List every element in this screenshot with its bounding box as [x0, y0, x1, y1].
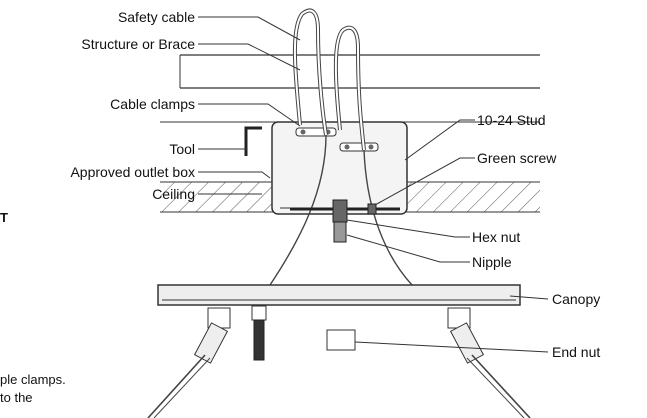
label-end-nut: End nut	[552, 344, 600, 360]
cropped-fragment-line-1: ple clamps.	[0, 372, 66, 387]
cropped-fragment-t: T	[0, 210, 8, 225]
ceiling-section	[160, 121, 540, 213]
cropped-fragment-line-2: to the	[0, 390, 33, 405]
safety-cable	[269, 8, 413, 286]
center-hardware	[290, 199, 400, 243]
tool-hex-key	[244, 126, 262, 156]
canopy	[157, 284, 521, 306]
label-hex-nut: Hex nut	[472, 229, 520, 245]
label-nipple: Nipple	[472, 254, 512, 270]
label-approved-outlet-box: Approved outlet box	[70, 164, 195, 180]
label-canopy: Canopy	[552, 291, 600, 307]
label-cable-clamps: Cable clamps	[110, 96, 195, 112]
label-ceiling: Ceiling	[152, 186, 195, 202]
label-green-screw: Green screw	[477, 150, 557, 166]
label-tool: Tool	[169, 141, 195, 157]
label-10-24-stud: 10-24 Stud	[477, 112, 546, 128]
leader-lines	[198, 16, 549, 353]
fixture-arms	[147, 305, 531, 418]
label-structure-or-brace: Structure or Brace	[81, 36, 195, 52]
label-safety-cable: Safety cable	[118, 9, 195, 25]
